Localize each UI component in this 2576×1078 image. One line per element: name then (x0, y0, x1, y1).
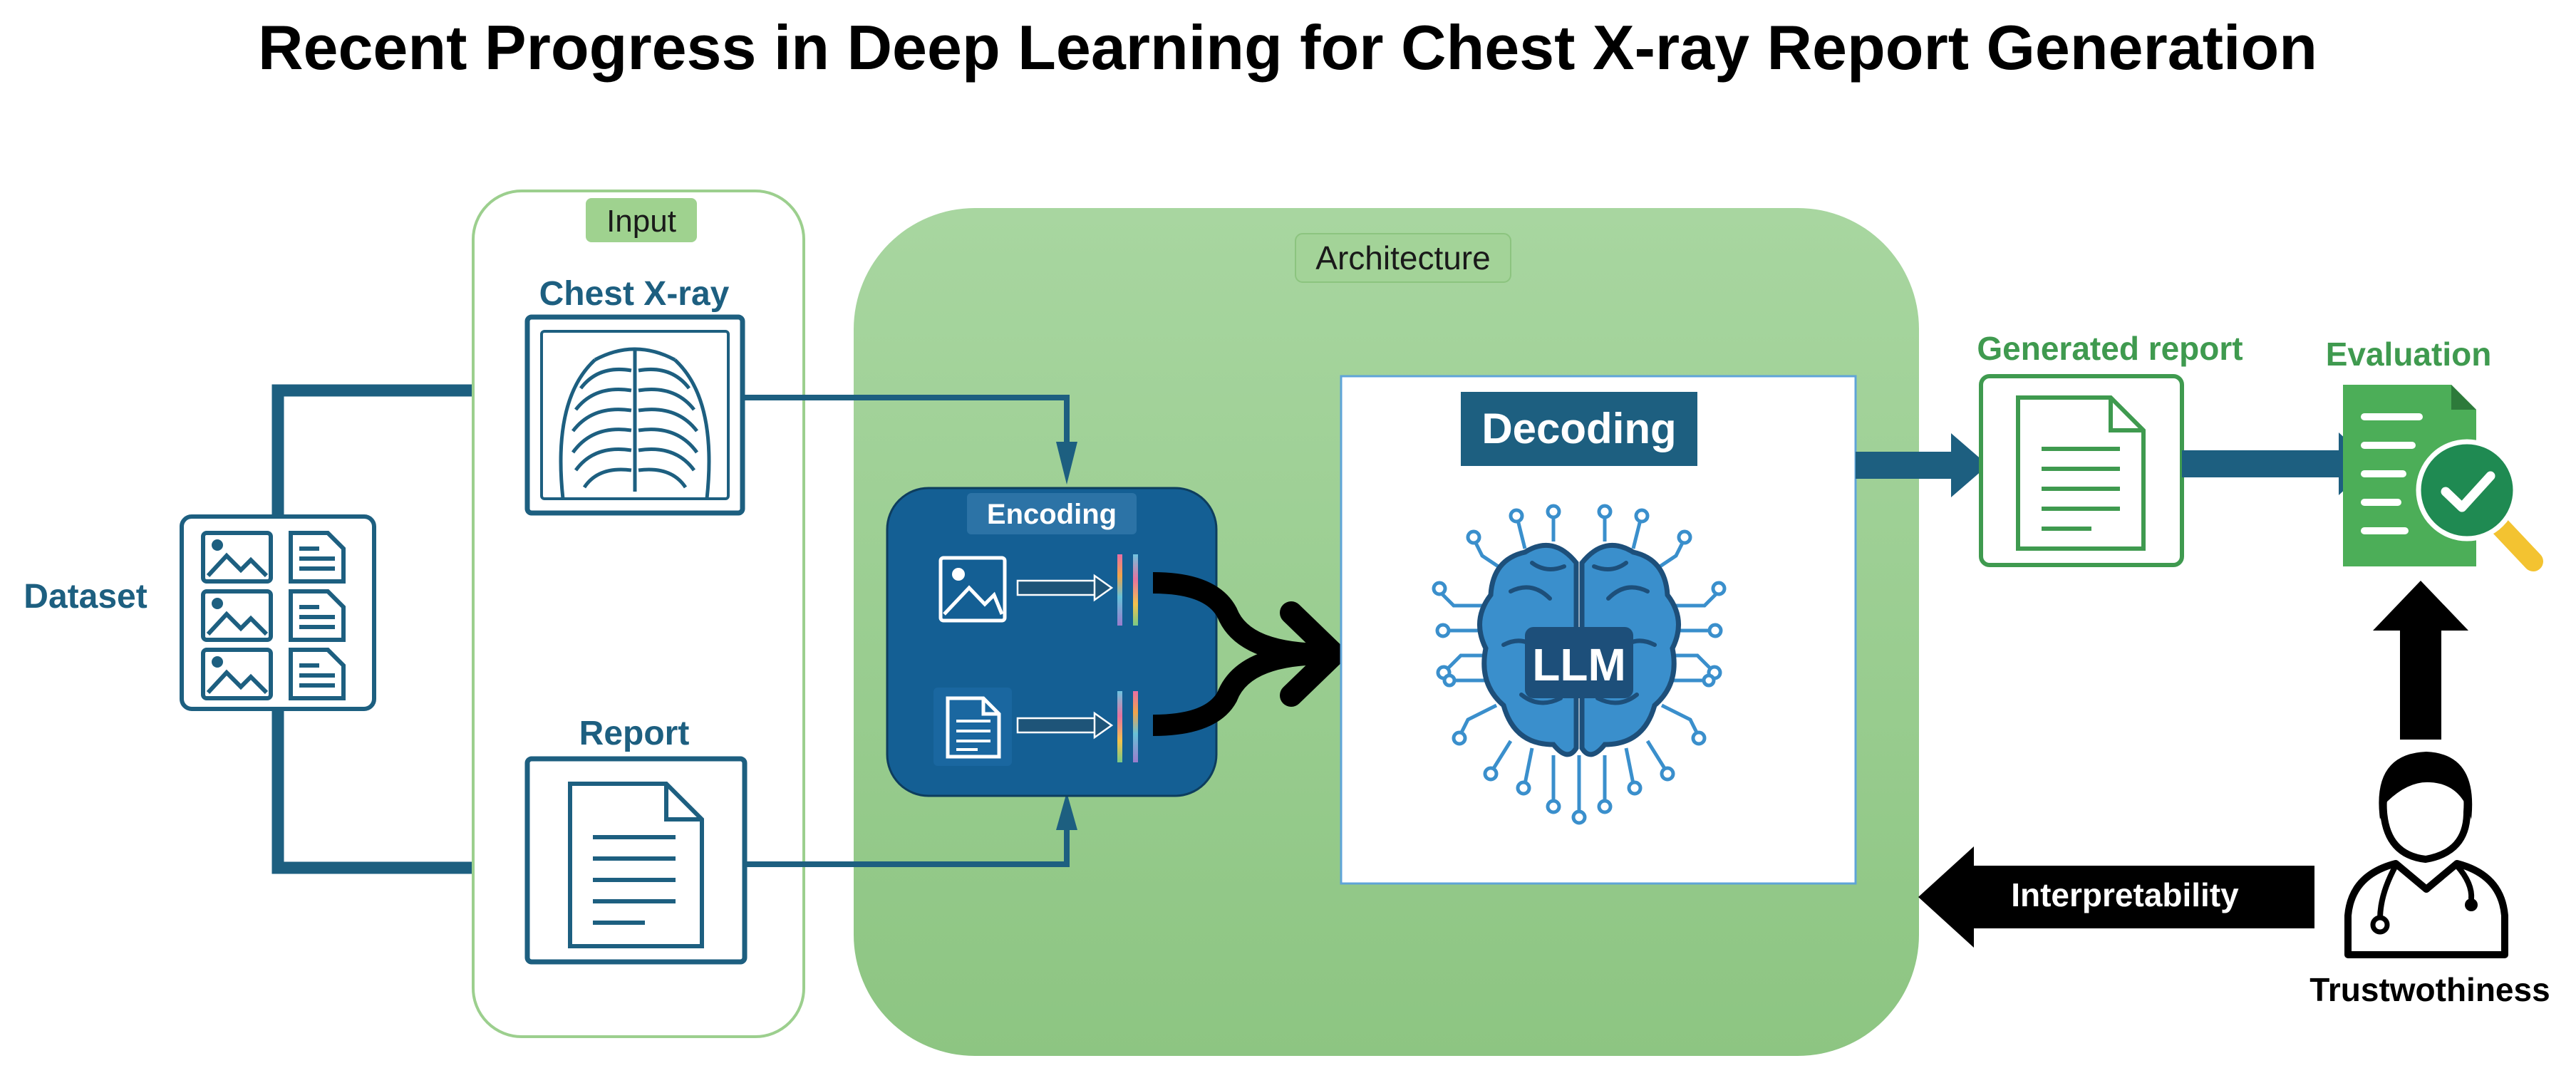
text-modality-icon (933, 688, 1012, 766)
input-badge-label: Input (606, 204, 676, 239)
input-badge (586, 198, 697, 242)
document-icon (524, 756, 748, 965)
generated-report-document-icon (1979, 374, 2184, 567)
page-title: Recent Progress in Deep Learning for Che… (258, 12, 2317, 83)
fusion-arrow (1152, 572, 1345, 736)
trustworthiness-label: Trustwothiness (2309, 971, 2550, 1008)
image-embedding-bar (1117, 554, 1138, 626)
generated-report-label: Generated report (1977, 330, 2243, 367)
report-label: Report (579, 715, 690, 752)
decoding-to-report-arrow (1856, 433, 1988, 497)
text-embedding-bar (1117, 691, 1138, 762)
dataset-grid-icon (180, 514, 376, 711)
architecture-badge-label: Architecture (1315, 239, 1490, 276)
evaluation-label: Evaluation (2326, 336, 2492, 373)
xray-ribcage-icon (524, 314, 745, 516)
clipboard-check-magnifier-icon (2343, 385, 2543, 571)
inputs-to-encoding-connector (745, 395, 1077, 867)
interpretability-label: Interpretability (2011, 876, 2239, 913)
dataset-label: Dataset (24, 578, 147, 616)
decoding-label: Decoding (1481, 405, 1676, 452)
encoding-label: Encoding (987, 499, 1117, 530)
circuit-brain-icon: LLM (1432, 504, 1727, 825)
encoding-image-arrow (1016, 574, 1114, 602)
llm-label: LLM (1532, 639, 1626, 690)
image-modality-icon (938, 556, 1007, 623)
encoding-badge (967, 493, 1137, 534)
encoding-text-arrow (1016, 711, 1114, 740)
doctor-stethoscope-icon (2344, 752, 2508, 958)
trust-to-evaluation-arrow (2373, 581, 2468, 740)
chest-xray-label: Chest X-ray (539, 275, 730, 313)
interpretability-arrow (1918, 846, 2314, 948)
decoding-badge (1461, 392, 1697, 466)
architecture-badge (1295, 233, 1511, 283)
